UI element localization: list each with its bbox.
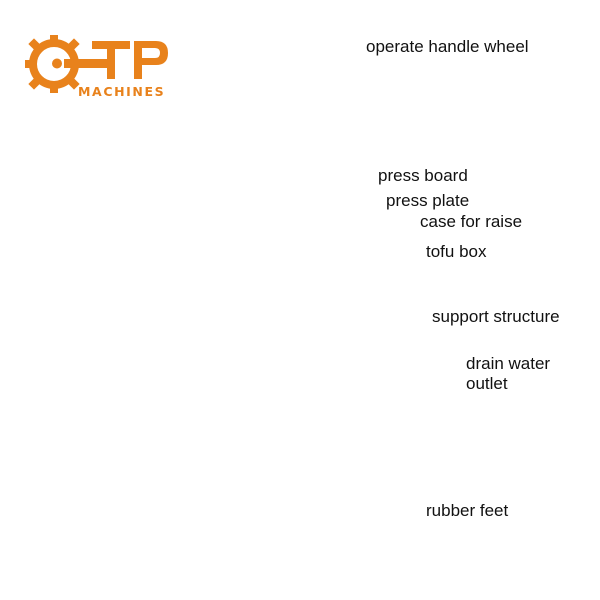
label-operate-handle-wheel: operate handle wheel (366, 37, 529, 56)
logo-letters (92, 41, 168, 79)
label-press-plate: press plate (386, 191, 470, 210)
label-rubber-feet: rubber feet (426, 501, 509, 520)
logo-brand-text: MACHINES (78, 84, 166, 99)
wrench-icon (52, 56, 110, 71)
label-case-for-raise: case for raise (420, 212, 523, 231)
label-press-board: press board (378, 166, 468, 185)
otp-machines-logo (25, 35, 168, 93)
label-tofu-box: tofu box (426, 242, 487, 261)
label-support-structure: support structure (432, 307, 560, 326)
label-drain-water-outlet: drain water outlet (466, 354, 551, 393)
